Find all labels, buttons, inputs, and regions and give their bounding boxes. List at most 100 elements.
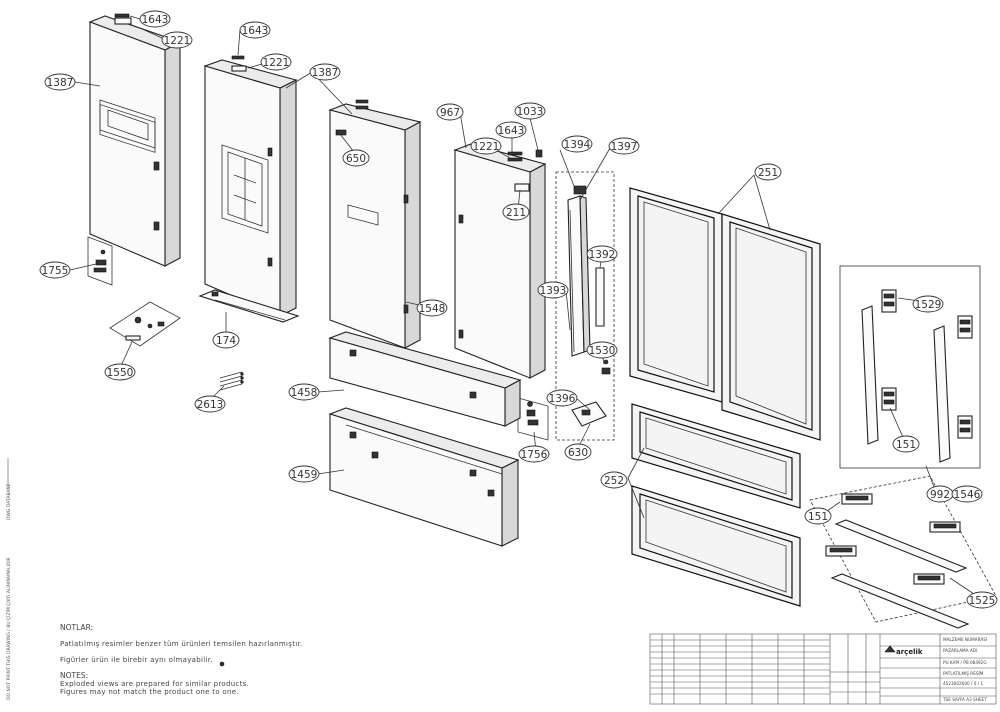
- svg-text:1546: 1546: [954, 489, 981, 501]
- callout-1756: 1756: [518, 445, 550, 463]
- svg-text:1525: 1525: [969, 595, 996, 607]
- svg-text:Figürler ürün ile birebir aynı: Figürler ürün ile birebir aynı olmayabil…: [60, 656, 213, 664]
- callout-1387-left: 1387: [44, 73, 76, 91]
- svg-text:2613: 2613: [197, 399, 224, 411]
- rail-parts-box: [809, 475, 997, 629]
- callout-1550: 1550: [104, 363, 136, 381]
- svg-text:MALZEME NUMARASI: MALZEME NUMARASI: [943, 637, 987, 642]
- svg-text:NOTLAR:: NOTLAR:: [60, 623, 93, 632]
- svg-text:1459: 1459: [291, 469, 318, 481]
- svg-text:630: 630: [568, 447, 588, 459]
- svg-text:DWG DATABASE: DWG DATABASE: [6, 484, 12, 520]
- svg-text:PATLATILMIŞ RESİM: PATLATILMIŞ RESİM: [943, 671, 984, 676]
- drawer-gasket-upper: [631, 403, 801, 509]
- svg-text:252: 252: [604, 475, 624, 487]
- callout-1459: 1459: [288, 465, 320, 483]
- callout-1530: 1530: [586, 341, 618, 359]
- callout-1643-top: 1643: [139, 10, 171, 28]
- callout-1221-mid: 1221: [260, 53, 292, 71]
- svg-text:1396: 1396: [549, 393, 576, 405]
- hinge-1756: [517, 397, 549, 441]
- callout-1387-mid: 1387: [309, 63, 341, 81]
- callout-967: 967: [436, 103, 464, 121]
- hinge-1755: [87, 236, 113, 286]
- svg-text:211: 211: [506, 207, 526, 219]
- callout-1033: 1033: [514, 102, 546, 120]
- callout-174: 174: [212, 331, 240, 349]
- svg-text:1221: 1221: [473, 141, 500, 153]
- svg-text:DO NOT PRINT THIS DRAWING / BU: DO NOT PRINT THIS DRAWING / BU ÇİZİM ÇIK…: [5, 557, 12, 700]
- callout-1396: 1396: [546, 389, 578, 407]
- callout-650: 650: [342, 149, 370, 167]
- callout-1548: 1548: [416, 299, 448, 317]
- svg-text:1221: 1221: [164, 35, 191, 47]
- callout-1546: 1546: [951, 485, 983, 503]
- drawer-gasket-lower: [631, 485, 801, 607]
- svg-text:1387: 1387: [47, 77, 74, 89]
- svg-text:151: 151: [896, 439, 916, 451]
- svg-text:1643: 1643: [242, 25, 269, 37]
- hinge-set-1550: [109, 301, 181, 347]
- svg-text:PAZARLAMA ADI: PAZARLAMA ADI: [943, 648, 977, 653]
- callout-252: 252: [600, 471, 628, 489]
- bottom-bar-174: [198, 289, 300, 323]
- title-block: arçelik MALZEME NUMARASI PAZARLAMA ADI P…: [649, 633, 997, 705]
- svg-text:1397: 1397: [611, 141, 638, 153]
- svg-text:PU KAPI / PB 08492G: PU KAPI / PB 08492G: [943, 660, 987, 665]
- svg-text:1756: 1756: [521, 449, 548, 461]
- brand-logo: arçelik: [884, 645, 923, 656]
- callout-630: 630: [564, 443, 592, 461]
- callout-1221-top: 1221: [161, 31, 193, 49]
- right-door-inner-liner: [453, 143, 547, 379]
- cable-2613: [219, 371, 244, 391]
- callout-1643-right: 1643: [495, 121, 527, 139]
- svg-text:151: 151: [808, 511, 828, 523]
- callout-1221-right: 1221: [470, 137, 502, 155]
- glass-panel-right: [721, 213, 821, 441]
- notes-block: NOTLAR: Patlatılmış resimler benzer tüm …: [60, 623, 303, 696]
- svg-text:1392: 1392: [589, 249, 616, 261]
- callout-1755: 1755: [39, 261, 71, 279]
- callout-1393: 1393: [537, 281, 569, 299]
- left-margin-labels: DWG DATABASE DO NOT PRINT THIS DRAWING /…: [5, 458, 12, 700]
- callout-1643-mid: 1643: [239, 21, 271, 39]
- callout-1525: 1525: [966, 591, 998, 609]
- callout-1392: 1392: [586, 245, 618, 263]
- svg-text:1393: 1393: [540, 285, 567, 297]
- svg-text:1755: 1755: [42, 265, 69, 277]
- svg-text:1530: 1530: [589, 345, 616, 357]
- svg-text:1529: 1529: [915, 299, 942, 311]
- glass-panel-left: [629, 187, 723, 403]
- svg-text:Figures may not match the prod: Figures may not match the product one to…: [60, 688, 239, 696]
- drawer-front-1459: [328, 407, 520, 547]
- left-door-outer-panel: [88, 15, 182, 267]
- svg-text:1643: 1643: [498, 125, 525, 137]
- handle-group-box: [555, 171, 615, 441]
- small-parts-box: [839, 265, 981, 469]
- dot-mark: [219, 661, 225, 667]
- svg-text:1643: 1643: [142, 14, 169, 26]
- svg-text:174: 174: [216, 335, 236, 347]
- callout-1529: 1529: [912, 295, 944, 313]
- callout-251: 251: [754, 163, 782, 181]
- callout-1394: 1394: [561, 135, 593, 153]
- svg-text:4523002600 / 0 / 1: 4523002600 / 0 / 1: [943, 681, 983, 686]
- svg-text:1387: 1387: [312, 67, 339, 79]
- svg-text:Patlatılmış resimler benzer tü: Patlatılmış resimler benzer tüm ürünleri…: [60, 640, 303, 648]
- svg-text:1221: 1221: [263, 57, 290, 69]
- right-door-outer-panel: [328, 99, 422, 349]
- callout-992: 992: [926, 485, 954, 503]
- svg-text:967: 967: [440, 107, 460, 119]
- svg-text:Exploded views are prepared fo: Exploded views are prepared for similar …: [60, 680, 249, 688]
- left-door-inner-liner: [203, 59, 298, 317]
- leader-lines: [69, 15, 981, 599]
- svg-text:650: 650: [346, 153, 366, 165]
- callout-151-rail: 151: [804, 507, 832, 525]
- svg-text:1458: 1458: [291, 387, 318, 399]
- svg-text:1550: 1550: [107, 367, 134, 379]
- revision-grid: [650, 634, 881, 704]
- svg-text:NOTES:: NOTES:: [60, 671, 88, 680]
- callout-1458: 1458: [288, 383, 320, 401]
